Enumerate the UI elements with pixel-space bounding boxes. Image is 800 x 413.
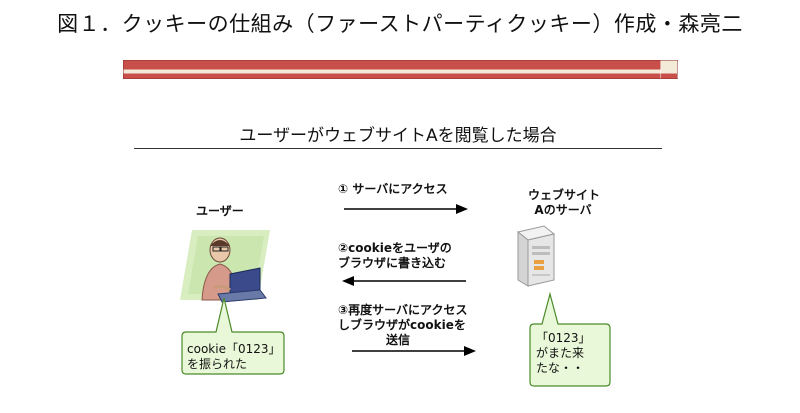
user-bubble-text: cookie「0123」 を振られた xyxy=(187,342,281,372)
slide-header-bar xyxy=(123,60,678,79)
server-bubble-line-1: 「0123」 xyxy=(536,331,591,345)
heading-divider xyxy=(134,148,662,149)
step-2-arrow-left xyxy=(342,276,466,286)
user-bubble-line-2: を振られた xyxy=(187,357,248,371)
slide-heading: ユーザーがウェブサイトAを閲覧した場合 xyxy=(239,126,557,146)
user-at-laptop-icon xyxy=(180,230,270,303)
step-3-line-1: ③再度サーバにアクセス xyxy=(338,303,468,317)
server-bubble-text: 「0123」 がまた来 たな・・ xyxy=(536,331,591,376)
step-3-label: ③再度サーバにアクセス しブラウザがcookieを 送信 xyxy=(338,303,467,348)
step-2-label: ②cookieをユーザの ブラウザに書き込む xyxy=(338,241,452,271)
server-label-line-2: Aのサーバ xyxy=(534,203,592,217)
step-3-line-3: 送信 xyxy=(386,333,411,347)
server-bubble-line-2: がまた来 xyxy=(536,346,585,360)
server-speech-bubble xyxy=(529,292,611,387)
user-bubble-line-1: cookie「0123」 xyxy=(187,342,281,356)
server-label-line-1: ウェブサイト xyxy=(528,188,601,202)
figure-title: 図１．クッキーの仕組み（ファーストパーティクッキー）作成・森亮二 xyxy=(57,12,743,36)
step-2-line-2: ブラウザに書き込む xyxy=(338,256,447,270)
step-3-line-2: しブラウザがcookieを xyxy=(338,318,466,332)
step-3-arrow-right xyxy=(352,346,476,356)
server-icon xyxy=(516,225,556,287)
server-label: ウェブサイト Aのサーバ xyxy=(528,188,601,218)
step-1-label: ① サーバにアクセス xyxy=(338,182,448,197)
user-label: ユーザー xyxy=(196,204,244,218)
step-1-line-1: ① サーバにアクセス xyxy=(338,182,448,196)
step-2-line-1: ②cookieをユーザの xyxy=(338,241,452,255)
server-bubble-line-3: たな・・ xyxy=(536,361,585,375)
user-speech-bubble xyxy=(181,297,285,375)
step-1-arrow-right xyxy=(344,204,468,214)
